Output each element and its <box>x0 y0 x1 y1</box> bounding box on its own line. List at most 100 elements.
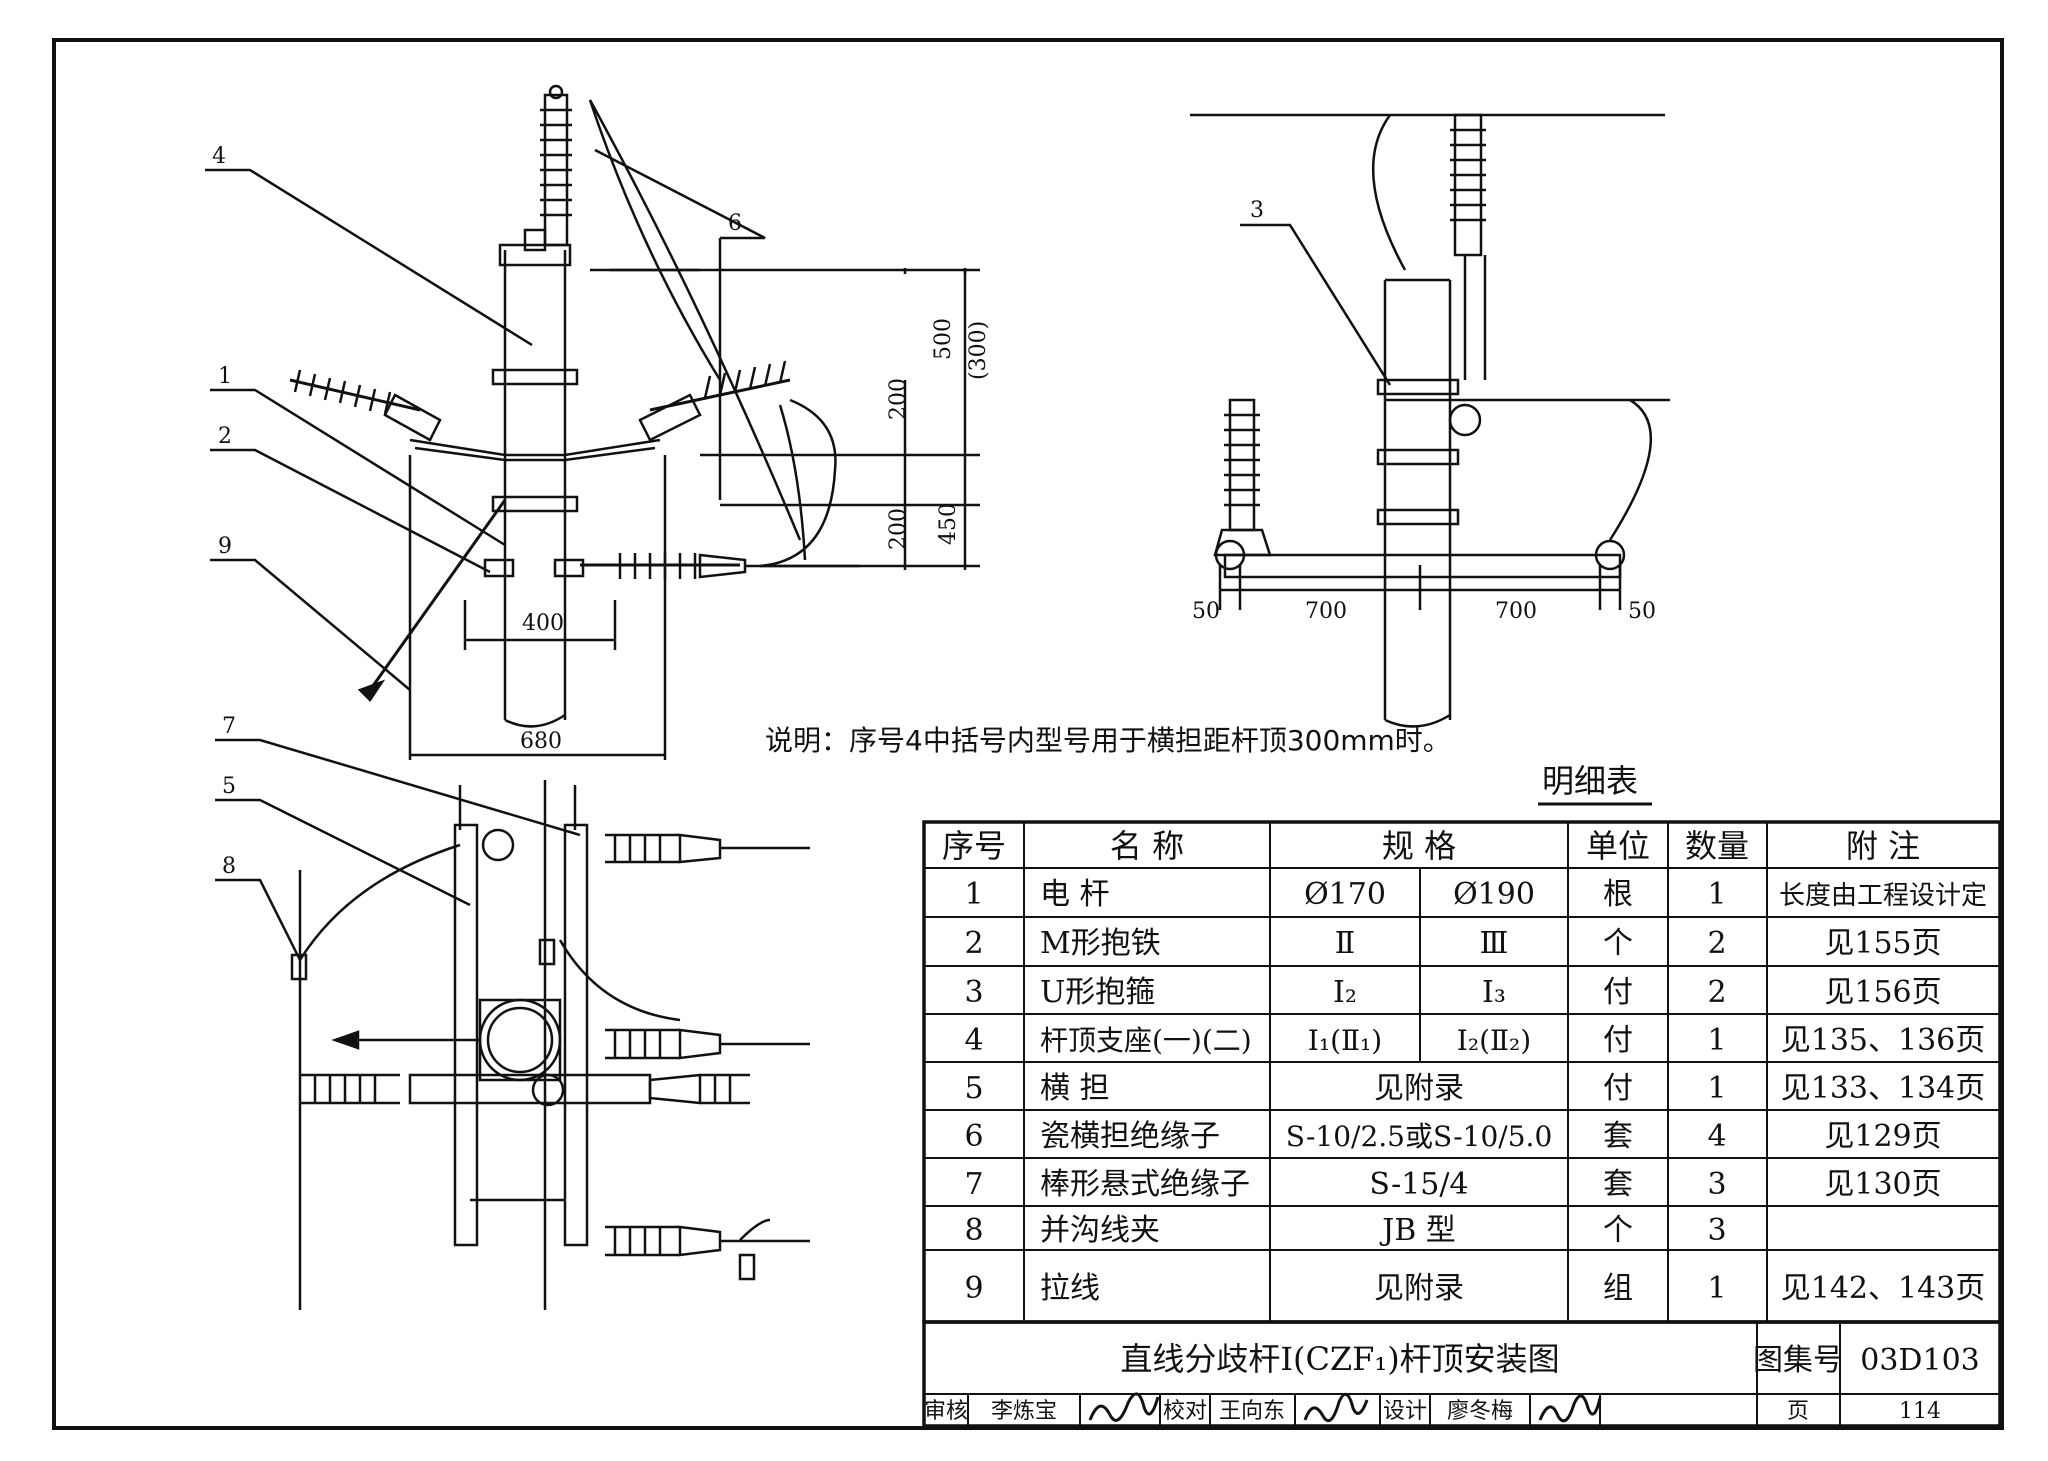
svg-text:I₂(Ⅱ₂): I₂(Ⅱ₂) <box>1457 1024 1531 1057</box>
header-no: 序号 <box>942 827 1006 865</box>
svg-text:付: 付 <box>1603 1023 1633 1058</box>
svg-text:S-10/2.5或S-10/5.0: S-10/2.5或S-10/5.0 <box>1286 1120 1553 1153</box>
svg-text:个: 个 <box>1603 926 1633 961</box>
dim-200b: 200 <box>886 508 911 550</box>
svg-text:见142、143页: 见142、143页 <box>1781 1271 1986 1306</box>
check-name: 王向东 <box>1219 1399 1285 1424</box>
callout-9: 9 <box>218 534 232 559</box>
page-label: 页 <box>1787 1399 1809 1424</box>
svg-text:付: 付 <box>1603 975 1633 1010</box>
svg-text:电 杆: 电 杆 <box>1040 877 1110 912</box>
callout-7: 7 <box>222 714 236 739</box>
svg-text:横 担: 横 担 <box>1040 1071 1110 1106</box>
svg-text:JB 型: JB 型 <box>1379 1213 1456 1248</box>
svg-text:I₂: I₂ <box>1333 975 1357 1010</box>
review-label: 审核 <box>924 1399 968 1424</box>
check-label: 校对 <box>1163 1399 1207 1424</box>
svg-text:Ⅱ: Ⅱ <box>1335 926 1355 961</box>
svg-text:套: 套 <box>1603 1167 1633 1202</box>
atlas-number: 03D103 <box>1860 1343 1980 1378</box>
svg-text:1: 1 <box>1707 877 1726 912</box>
svg-text:棒形悬式绝缘子: 棒形悬式绝缘子 <box>1040 1167 1250 1202</box>
svg-text:8: 8 <box>964 1213 983 1248</box>
svg-text:套: 套 <box>1603 1119 1633 1154</box>
svg-text:见附录: 见附录 <box>1374 1271 1464 1306</box>
svg-text:5: 5 <box>964 1071 983 1106</box>
header-spec: 规 格 <box>1382 827 1456 865</box>
svg-text:1: 1 <box>964 877 983 912</box>
drawing-title: 直线分歧杆Ⅰ(CZF₁)杆顶安装图 <box>1120 1340 1559 1378</box>
svg-text:I₃: I₃ <box>1482 975 1506 1010</box>
svg-text:2: 2 <box>964 926 983 961</box>
table-row: 9 拉线 见附录 组 1 见142、143页 <box>964 1271 1985 1306</box>
dim-450: 450 <box>936 503 961 545</box>
header-name: 名 称 <box>1110 827 1184 865</box>
svg-text:见156页: 见156页 <box>1824 975 1941 1010</box>
table-caption: 明细表 <box>1542 762 1638 800</box>
svg-text:M形抱铁: M形抱铁 <box>1040 926 1161 961</box>
dim-680: 680 <box>520 729 562 754</box>
svg-text:见129页: 见129页 <box>1824 1119 1941 1154</box>
svg-text:拉线: 拉线 <box>1040 1271 1100 1306</box>
table-row: 6 瓷横担绝缘子 S-10/2.5或S-10/5.0 套 4 见129页 <box>964 1119 1941 1154</box>
table-row: 4 杆顶支座(一)(二) I₁(Ⅱ₁) I₂(Ⅱ₂) 付 1 见135、136页 <box>964 1023 1985 1058</box>
callout-6: 6 <box>728 211 742 236</box>
callout-4: 4 <box>212 144 226 169</box>
svg-text:S-15/4: S-15/4 <box>1369 1167 1468 1202</box>
signature-marks <box>1088 1392 1602 1423</box>
svg-text:1: 1 <box>1707 1271 1726 1306</box>
callout-3: 3 <box>1250 198 1264 223</box>
page-number: 114 <box>1899 1399 1941 1424</box>
header-remark: 附 注 <box>1846 827 1920 865</box>
svg-text:4: 4 <box>1707 1119 1726 1154</box>
dim-500: 500 <box>931 318 956 360</box>
svg-text:1: 1 <box>1707 1023 1726 1058</box>
svg-text:根: 根 <box>1603 877 1633 912</box>
svg-text:杆顶支座(一)(二): 杆顶支座(一)(二) <box>1040 1024 1252 1057</box>
svg-text:3: 3 <box>1707 1167 1726 1202</box>
callout-leaders <box>205 148 766 961</box>
svg-text:瓷横担绝缘子: 瓷横担绝缘子 <box>1040 1119 1220 1154</box>
table-row: 7 棒形悬式绝缘子 S-15/4 套 3 见130页 <box>964 1167 1941 1202</box>
svg-text:4: 4 <box>964 1023 983 1058</box>
svg-text:见附录: 见附录 <box>1374 1071 1464 1106</box>
svg-text:见130页: 见130页 <box>1824 1167 1941 1202</box>
table-row: 1 电 杆 Ø170 Ø190 根 1 长度由工程设计定 <box>964 877 1987 912</box>
table-row: 5 横 担 见附录 付 1 见133、134页 <box>964 1071 1985 1106</box>
svg-text:Ⅲ: Ⅲ <box>1480 926 1509 961</box>
svg-text:3: 3 <box>1707 1213 1726 1248</box>
svg-text:Ø190: Ø190 <box>1453 877 1535 912</box>
table-row: 8 并沟线夹 JB 型 个 3 <box>964 1213 1726 1248</box>
atlas-label: 图集号 <box>1753 1343 1843 1378</box>
svg-text:付: 付 <box>1603 1071 1633 1106</box>
svg-text:2: 2 <box>1707 926 1726 961</box>
svg-text:组: 组 <box>1603 1271 1633 1306</box>
dim-700-left: 700 <box>1305 599 1347 624</box>
svg-text:见133、134页: 见133、134页 <box>1781 1071 1986 1106</box>
svg-text:U形抱箍: U形抱箍 <box>1040 975 1155 1010</box>
svg-text:1: 1 <box>1707 1071 1726 1106</box>
header-unit: 单位 <box>1586 827 1650 865</box>
dim-700-right: 700 <box>1495 599 1537 624</box>
front-elevation-view <box>289 84 980 760</box>
table-row: 3 U形抱箍 I₂ I₃ 付 2 见156页 <box>964 975 1941 1010</box>
drawing-frame <box>52 38 2004 1430</box>
callout-1: 1 <box>218 364 232 389</box>
svg-text:并沟线夹: 并沟线夹 <box>1040 1213 1160 1248</box>
side-elevation-view <box>1190 113 1670 728</box>
svg-text:9: 9 <box>964 1271 983 1306</box>
svg-text:2: 2 <box>1707 975 1726 1010</box>
svg-text:I₁(Ⅱ₁): I₁(Ⅱ₁) <box>1308 1024 1382 1057</box>
design-name: 廖冬梅 <box>1447 1399 1513 1424</box>
design-label: 设计 <box>1383 1399 1427 1424</box>
svg-text:6: 6 <box>964 1119 983 1154</box>
callout-5: 5 <box>222 774 236 799</box>
callout-8: 8 <box>222 854 236 879</box>
svg-text:3: 3 <box>964 975 983 1010</box>
review-name: 李炼宝 <box>991 1399 1057 1424</box>
svg-text:7: 7 <box>964 1167 983 1202</box>
svg-text:长度由工程设计定: 长度由工程设计定 <box>1779 881 1987 911</box>
table-header-row: 序号 名 称 规 格 单位 数量 附 注 <box>942 827 1920 865</box>
header-qty: 数量 <box>1685 827 1749 865</box>
